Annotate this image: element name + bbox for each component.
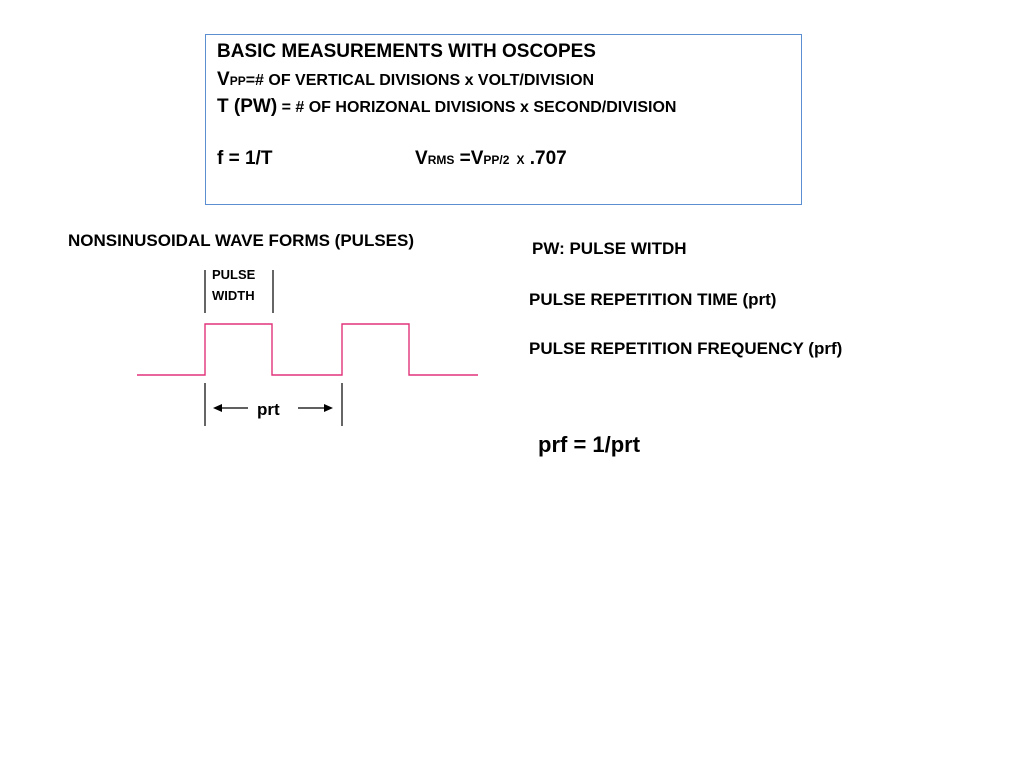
pulse-width-label-line1: PULSE: [212, 267, 256, 282]
frequency-formula: f = 1/T: [217, 148, 273, 169]
vrms-pp-subscript: PP/2: [483, 153, 510, 167]
pulse-width-label-line2: WIDTH: [212, 288, 255, 303]
definition-prf: PULSE REPETITION FREQUENCY (prf): [529, 339, 843, 358]
prt-arrow-right-icon: [324, 404, 333, 412]
vrms-subscript: RMS: [427, 153, 455, 167]
formula-box-title: BASIC MEASUREMENTS WITH OSCOPES: [217, 41, 596, 62]
definition-prt: PULSE REPETITION TIME (prt): [529, 290, 777, 309]
waveform-heading: NONSINUSOIDAL WAVE FORMS (PULSES): [68, 231, 415, 250]
vrms-equals: =V: [454, 148, 484, 169]
definition-pw: PW: PULSE WITDH: [532, 239, 687, 258]
vrms-symbol: V: [415, 148, 428, 169]
period-definition: = # OF HORIZONAL DIVISIONS x SECOND/DIVI…: [277, 99, 677, 116]
vpp-definition: =# OF VERTICAL DIVISIONS x VOLT/DIVISION: [245, 72, 595, 89]
vpp-subscript: PP: [229, 74, 246, 88]
prf-formula: prf = 1/prt: [538, 432, 641, 457]
prt-arrow-left-icon: [213, 404, 222, 412]
vrms-formula: VRMS =VPP/2 X .707: [415, 148, 567, 170]
period-formula: T (PW) = # OF HORIZONAL DIVISIONS x SECO…: [217, 96, 676, 118]
vrms-x: X: [516, 153, 525, 167]
vpp-symbol: V: [217, 69, 230, 90]
period-symbol: T (PW): [217, 96, 278, 117]
vrms-factor: .707: [524, 148, 567, 169]
vpp-formula: VPP=# OF VERTICAL DIVISIONS x VOLT/DIVIS…: [217, 69, 594, 91]
prt-label: prt: [257, 400, 280, 419]
pulse-wave-line: [137, 323, 478, 376]
formula-box: [205, 34, 802, 205]
